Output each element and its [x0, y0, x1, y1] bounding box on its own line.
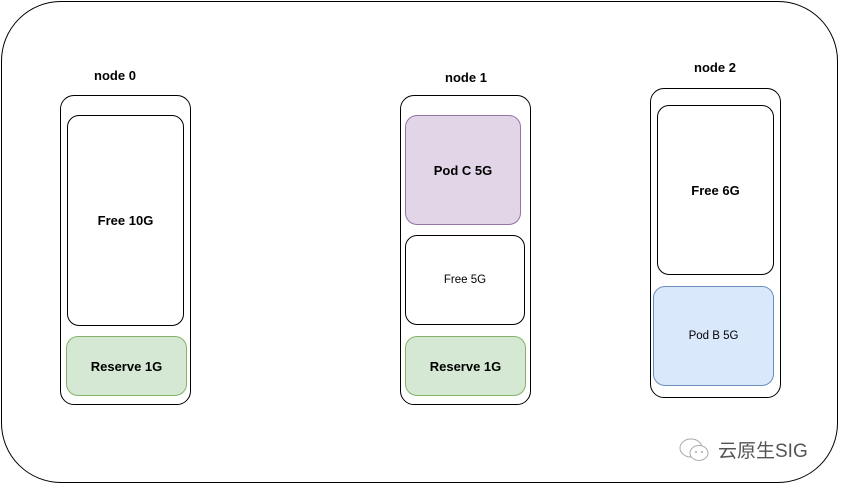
node-0-free: Free 10G [67, 115, 184, 326]
wechat-icon [679, 438, 709, 461]
node-1-reserve: Reserve 1G [405, 336, 526, 396]
node-2-label: node 2 [694, 59, 736, 75]
node-1-pod-c: Pod C 5G [405, 115, 521, 225]
node-2-free: Free 6G [657, 105, 774, 275]
node-0-label: node 0 [94, 67, 136, 83]
node-0-reserve: Reserve 1G [66, 336, 187, 396]
node-1-label: node 1 [445, 69, 487, 85]
watermark-text: 云原生SIG [718, 441, 808, 462]
node-1-free: Free 5G [405, 235, 525, 325]
node-2-pod-b: Pod B 5G [653, 286, 774, 386]
watermark: 云原生SIG [678, 436, 808, 463]
